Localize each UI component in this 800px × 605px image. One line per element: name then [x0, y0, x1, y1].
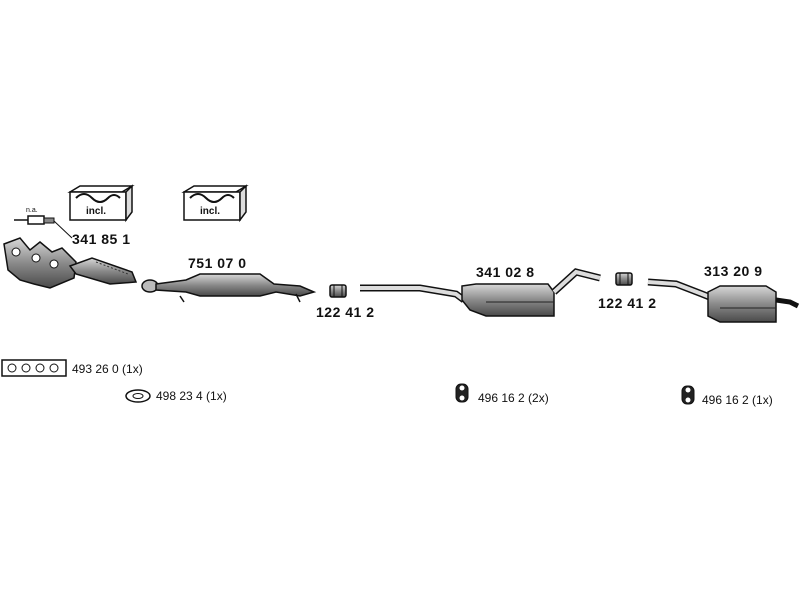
oxygen-sensor-icon — [14, 215, 73, 239]
part-number-clamp-front: 122 41 2 — [316, 304, 375, 320]
exhaust-manifold — [3, 237, 138, 289]
gasket-ring-icon — [125, 389, 151, 403]
pipe-clamp-icon — [329, 284, 347, 298]
rear-silencer — [647, 278, 800, 323]
part-number-rear-silencer: 313 20 9 — [704, 263, 763, 279]
kit-box-icon — [67, 184, 135, 223]
rubber-mount-icon — [455, 383, 469, 403]
pipe-clamp-icon — [615, 272, 633, 286]
part-number-manifold-pipe: 341 85 1 — [72, 231, 131, 247]
middle-silencer — [360, 268, 601, 317]
sensor-note: n.a. — [26, 207, 38, 214]
gasket-icon — [1, 359, 67, 377]
part-number-catalytic-converter: 751 07 0 — [188, 255, 247, 271]
rubber-mount-icon — [681, 385, 695, 405]
accessory-gasket-manifold: 493 26 0 (1x) — [72, 362, 143, 376]
kit-box-icon — [181, 184, 249, 223]
accessory-rubber-mount-middle: 496 16 2 (2x) — [478, 391, 549, 405]
part-number-clamp-rear: 122 41 2 — [598, 295, 657, 311]
kit-label: incl. — [86, 206, 107, 217]
catalytic-converter — [141, 273, 317, 303]
accessory-rubber-mount-rear: 496 16 2 (1x) — [702, 393, 773, 407]
part-number-middle-silencer: 341 02 8 — [476, 264, 535, 280]
accessory-gasket-ring: 498 23 4 (1x) — [156, 389, 227, 403]
kit-label: incl. — [200, 206, 221, 217]
